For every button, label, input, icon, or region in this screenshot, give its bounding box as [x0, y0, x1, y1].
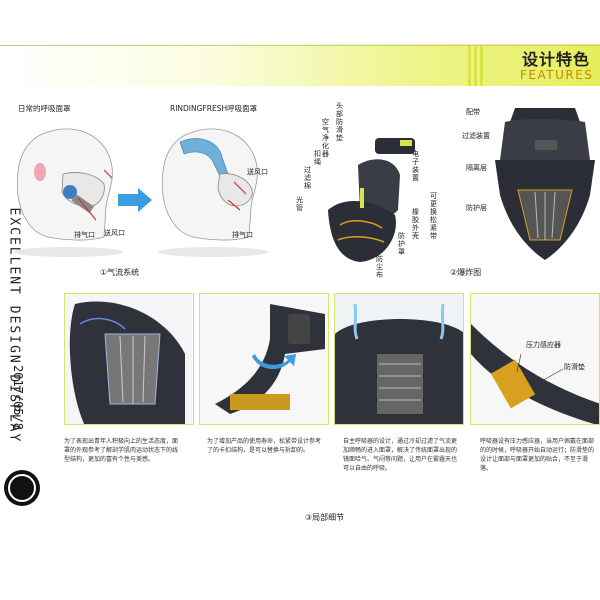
detail-text-4: 呼吸器设有压力感应器，当用户佩戴在面部的的时候，呼吸器开始自动运行；防滑垫的设计…	[480, 438, 595, 472]
label-rubber: 橡胶外壳	[412, 208, 419, 240]
studio-logo-icon	[4, 470, 40, 506]
label-filter-cotton: 过滤棉	[304, 166, 311, 190]
detail-panel-1	[64, 293, 194, 425]
detail-text-1: 为了表现出青年人积极向上的生活态度，面罩的外观参考了解剖学肌肉运动状态下的线型结…	[64, 438, 179, 463]
label-light: 光管	[296, 196, 303, 212]
label-right-filter: 过滤装置	[462, 132, 490, 140]
label-air-filter: 空气净化器	[322, 118, 329, 158]
left-exhaust-label: 排气口	[74, 231, 95, 239]
exploded-caption: ②爆炸图	[450, 268, 482, 277]
airflow-caption: ①气流系统	[100, 268, 140, 277]
rotate-arrow-icon	[252, 354, 296, 370]
label-sensor: 压力感应器	[526, 341, 561, 349]
label-head-pad: 头部防滑垫	[336, 102, 343, 142]
label-pad: 防滑垫	[564, 363, 585, 371]
right-exhaust-label: 排气口	[232, 231, 253, 239]
side-date: 2017/05/8	[11, 365, 25, 431]
right-head-illustration	[161, 128, 258, 241]
detail-panel-4	[470, 293, 600, 425]
left-head-illustration	[16, 128, 113, 241]
detail-4-image	[471, 294, 599, 424]
detail-panel-3	[334, 293, 464, 425]
label-right-strap: 配带	[466, 108, 480, 116]
exploded-view-illustration	[328, 108, 595, 262]
detail-text-3: 自主呼吸器的设计，通过冷却过滤了气流更加顺畅的进入面罩，解决了传统面罩出现的镜面…	[343, 438, 458, 472]
header-divider	[0, 45, 600, 46]
detail-panel-2	[199, 293, 329, 425]
label-right-isolation: 隔离层	[466, 164, 487, 172]
detail-2-image	[200, 294, 328, 424]
detail-3-image	[335, 294, 463, 424]
airflow-illustration	[13, 128, 268, 257]
right-supply-label: 送风口	[247, 168, 268, 176]
airflow-right-title: RINDINGFRESH呼吸面罩	[170, 104, 258, 113]
details-caption: ③局部细节	[305, 513, 345, 522]
left-supply-label: 送风口	[104, 229, 125, 237]
page-subtitle: FEATURES	[520, 68, 594, 82]
label-electronic: 电子装置	[412, 150, 419, 182]
label-right-protection: 防护层	[466, 204, 487, 212]
airflow-left-title: 日常的呼吸面罩	[18, 104, 71, 113]
label-dust-cloth: 防尘布	[376, 255, 383, 279]
label-protect: 防护罩	[398, 232, 405, 256]
label-strap: 扣绳	[314, 150, 321, 166]
label-buckle: 可更换松紧带	[430, 192, 437, 240]
page-title: 设计特色	[522, 50, 591, 69]
detail-1-image	[65, 294, 193, 424]
detail-text-2: 为了增加产品的使用寿命，松紧带设计参考了的卡扣结构，是可以替换与拆卸的。	[207, 438, 322, 454]
header-bar	[0, 44, 600, 86]
header-stripes	[468, 46, 483, 86]
transition-arrow-icon	[118, 188, 152, 212]
